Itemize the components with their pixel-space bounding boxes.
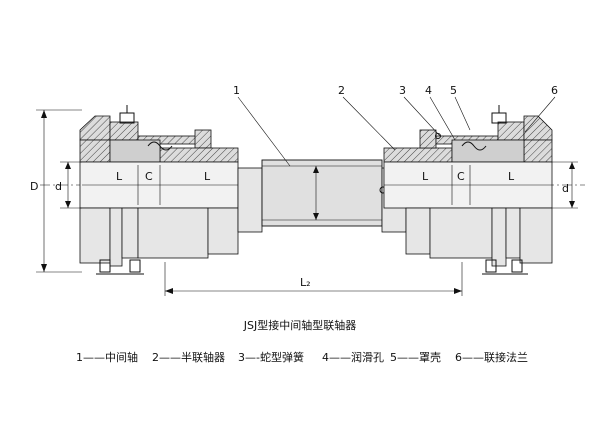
- label-d-right: d: [562, 182, 569, 195]
- shaft-diameter-arrow: [313, 166, 319, 220]
- dimension-lcl-left: [82, 165, 238, 205]
- label-C-right: C: [457, 170, 465, 183]
- dimension-D: [36, 109, 82, 273]
- dimension-d-left: [60, 161, 82, 209]
- leader-lines: [237, 96, 556, 167]
- label-L-left1: L: [116, 170, 123, 183]
- label-L2: L₂: [300, 276, 311, 289]
- legend-5-name: 罩壳: [419, 350, 441, 364]
- legend-3-num: 3: [238, 351, 245, 364]
- svg-text:5——罩壳: 5——罩壳: [390, 350, 441, 364]
- legend-6-name: 联接法兰: [484, 350, 528, 364]
- right-half-coupling-section: [383, 105, 553, 163]
- legend-3-name: 蛇型弹簧: [260, 350, 304, 364]
- legend-6-dash: ——: [462, 351, 484, 364]
- callout-2: 2: [338, 84, 345, 97]
- dimension-L2: [164, 262, 463, 296]
- label-d-left: d: [55, 180, 62, 193]
- legend-4-dash: ——: [329, 351, 351, 364]
- legend-1-num: 1: [76, 351, 83, 364]
- svg-text:6——联接法兰: 6——联接法兰: [455, 350, 528, 364]
- legend-6-num: 6: [455, 351, 462, 364]
- svg-text:1——中间轴: 1——中间轴: [76, 350, 138, 364]
- label-D: D: [30, 180, 38, 193]
- legend-2-dash: ——: [159, 351, 181, 364]
- label-L-left2: L: [204, 170, 211, 183]
- parts-legend: 1——中间轴 2——半联轴器 3—-蛇型弹簧 4——润滑孔 5——罩壳 6——联…: [76, 350, 528, 364]
- legend-3-dash: —-: [245, 351, 260, 364]
- legend-5-dash: ——: [397, 351, 419, 364]
- legend-4-num: 4: [322, 351, 329, 364]
- label-L-right2: L: [508, 170, 515, 183]
- left-half-coupling-body: [79, 207, 239, 275]
- intermediate-shaft: [237, 159, 407, 233]
- legend-4-name: 润滑孔: [351, 350, 384, 364]
- label-L-right1: L: [422, 170, 429, 183]
- svg-text:2——半联轴器: 2——半联轴器: [152, 350, 225, 364]
- dimension-lcl-right: [384, 165, 552, 205]
- legend-1-dash: ——: [83, 351, 105, 364]
- legend-1-name: 中间轴: [105, 350, 138, 364]
- dimension-d-right: [552, 161, 578, 209]
- legend-2-name: 半联轴器: [181, 350, 225, 364]
- callout-3: 3: [399, 84, 406, 97]
- label-C-left: C: [145, 170, 153, 183]
- callout-1: 1: [233, 84, 240, 97]
- svg-text:4——润滑孔: 4——润滑孔: [322, 350, 384, 364]
- right-half-coupling-body: [405, 207, 553, 275]
- legend-5-num: 5: [390, 351, 397, 364]
- diagram-title: JSJ型接中间轴型联轴器: [243, 318, 356, 332]
- svg-text:3—-蛇型弹簧: 3—-蛇型弹簧: [238, 350, 304, 364]
- legend-2-num: 2: [152, 351, 159, 364]
- left-half-coupling-section: [79, 105, 239, 163]
- callout-6: 6: [551, 84, 558, 97]
- callout-5: 5: [450, 84, 457, 97]
- callout-4: 4: [425, 84, 432, 97]
